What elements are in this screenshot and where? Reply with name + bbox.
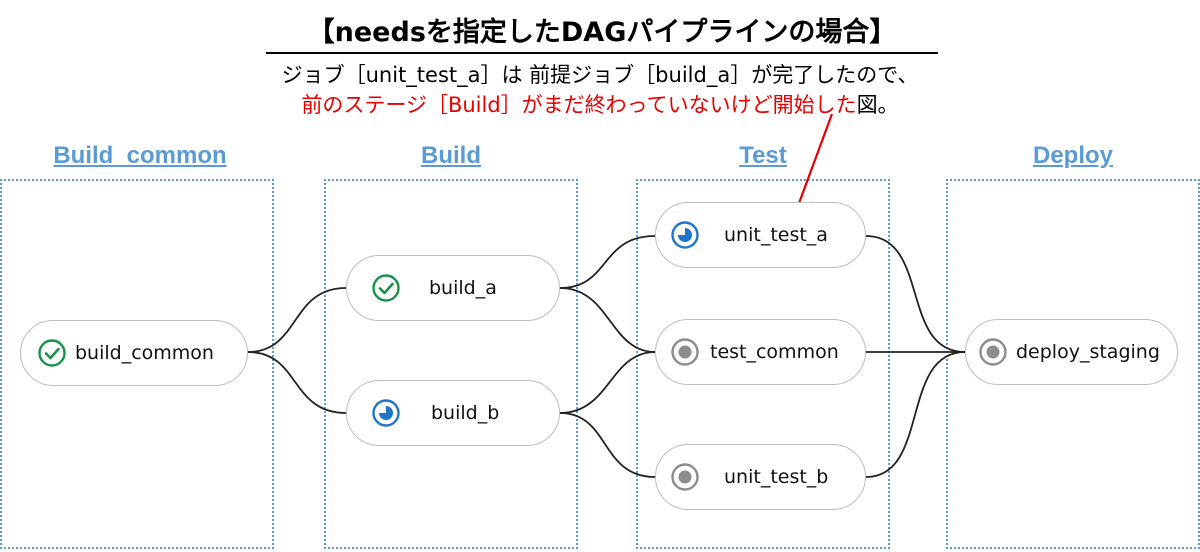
stage-label-deploy: Deploy — [1032, 142, 1113, 169]
stage-label-test: Test — [739, 142, 787, 169]
created-icon — [670, 462, 700, 492]
description-line-1: ジョブ［unit_test_a］は 前提ジョブ［build_a］が完了したので、 — [281, 63, 919, 87]
description-line-2: 前のステージ［Build］がまだ終わっていないけど開始した図。 — [0, 90, 1200, 120]
job-name: build_a — [429, 277, 497, 299]
job-build-a[interactable]: build_a — [346, 255, 560, 321]
job-unit-test-a[interactable]: unit_test_a — [655, 202, 866, 268]
job-deploy-staging[interactable]: deploy_staging — [965, 319, 1178, 385]
check-circle-icon — [371, 273, 401, 303]
job-name: unit_test_b — [724, 466, 829, 488]
description-highlight: 前のステージ［Build］がまだ終わっていないけど開始した — [301, 93, 857, 117]
job-build-common[interactable]: build_common — [20, 320, 248, 386]
job-test-common[interactable]: test_common — [655, 319, 866, 385]
diagram-title: 【needsを指定したDAGパイプラインの場合】 — [266, 12, 938, 54]
stage-box-build — [324, 179, 578, 549]
stage-label-build: Build — [421, 142, 481, 169]
description-tail: 図。 — [856, 93, 899, 117]
created-icon — [670, 337, 700, 367]
job-name: build_b — [431, 402, 500, 424]
check-circle-icon — [37, 338, 67, 368]
job-unit-test-b[interactable]: unit_test_b — [655, 444, 866, 510]
running-icon — [371, 398, 401, 428]
stage-label-build-common: Build_common — [53, 142, 227, 169]
job-name: test_common — [710, 341, 839, 363]
job-build-b[interactable]: build_b — [346, 380, 560, 446]
created-icon — [978, 337, 1008, 367]
running-icon — [670, 220, 700, 250]
job-name: unit_test_a — [724, 224, 828, 246]
job-name: deploy_staging — [1016, 341, 1160, 363]
job-name: build_common — [75, 342, 214, 364]
